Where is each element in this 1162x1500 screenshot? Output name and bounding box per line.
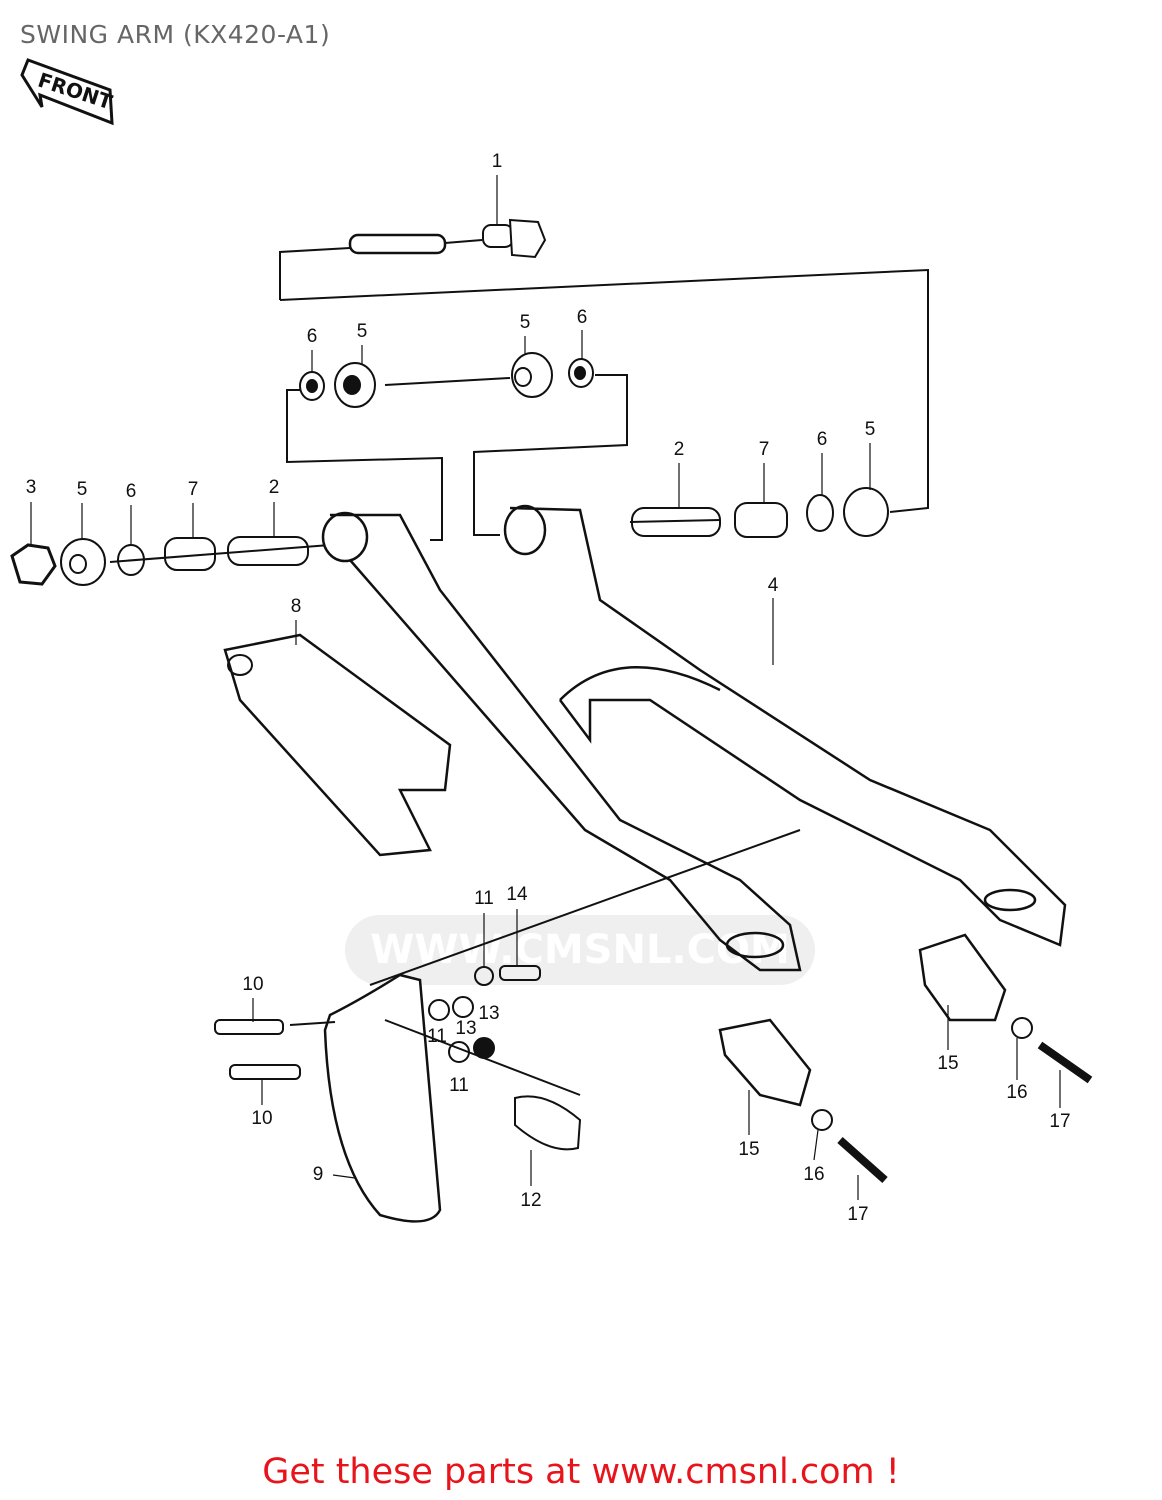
callout-label: 3 — [25, 477, 37, 498]
callout-label: 11 — [427, 1026, 447, 1047]
page-title: SWING ARM (KX420-A1) — [20, 20, 331, 49]
callout-label: 13 — [478, 1003, 500, 1024]
callout-label: 15 — [738, 1139, 760, 1160]
callout-label: 2 — [268, 477, 280, 498]
get-parts-link[interactable]: Get these parts at www.cmsnl.com ! — [262, 1452, 900, 1492]
callout-label: 11 — [474, 888, 494, 909]
callout-label: 13 — [455, 1018, 477, 1039]
callout-label: 10 — [242, 974, 264, 995]
swing-arm-body — [321, 504, 1067, 972]
callout-label: 16 — [1006, 1082, 1028, 1103]
callout-label: 5 — [356, 321, 368, 342]
callout-label: 8 — [290, 596, 302, 617]
callout-label: 4 — [767, 575, 779, 596]
front-arrow-icon: FRONT — [20, 58, 116, 126]
callout-label: 5 — [76, 479, 88, 500]
callout-label: 7 — [187, 479, 199, 500]
callout-label: 1 — [491, 151, 503, 172]
callout-label: 12 — [520, 1190, 542, 1211]
callout-label: 14 — [506, 884, 528, 905]
callout-label: 15 — [937, 1053, 959, 1074]
callout-label: 2 — [673, 439, 685, 460]
watermark: WWW.CMSNL.COM — [345, 915, 815, 985]
callout-label: 10 — [251, 1108, 273, 1129]
callout-label: 7 — [758, 439, 770, 460]
callout-label: 9 — [312, 1164, 324, 1185]
callout-label: 6 — [816, 429, 828, 450]
callout-label: 17 — [847, 1204, 869, 1225]
callout-label: 16 — [803, 1164, 825, 1185]
callout-label: 17 — [1049, 1111, 1071, 1132]
callout-label: 11 — [449, 1075, 469, 1096]
callout-label: 5 — [864, 419, 876, 440]
callout-label: 6 — [306, 326, 318, 347]
callout-label: 6 — [576, 307, 588, 328]
callout-label: 5 — [519, 312, 531, 333]
callout-label: 6 — [125, 481, 137, 502]
